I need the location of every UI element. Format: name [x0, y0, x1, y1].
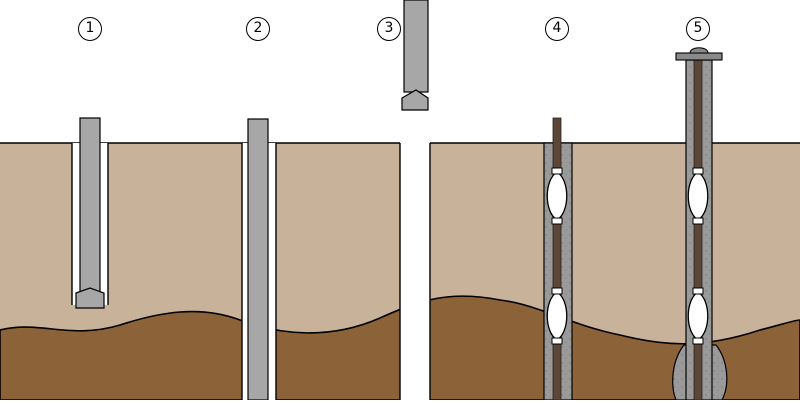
- step-label-5: 5: [686, 17, 710, 41]
- step-label-3: 3: [377, 17, 401, 41]
- step-4-grouted-pile: [543, 117, 573, 401]
- anchor-plate-icon: [675, 47, 723, 61]
- step-1-casing: [71, 117, 109, 309]
- centralizer-icon: [546, 167, 568, 225]
- step-5-finished-micropile: [672, 47, 728, 401]
- step-label-4: 4: [545, 17, 569, 41]
- centralizer-icon: [687, 287, 709, 345]
- step-label-1: 1: [78, 17, 102, 41]
- centralizer-icon: [546, 287, 568, 345]
- step-3-open-borehole: [399, 0, 431, 400]
- step-2-casing: [241, 118, 277, 401]
- centralizer-icon: [687, 167, 709, 225]
- drill-bit-icon: [75, 287, 105, 309]
- drill-bit-icon: [401, 89, 429, 111]
- step-label-2: 2: [246, 17, 270, 41]
